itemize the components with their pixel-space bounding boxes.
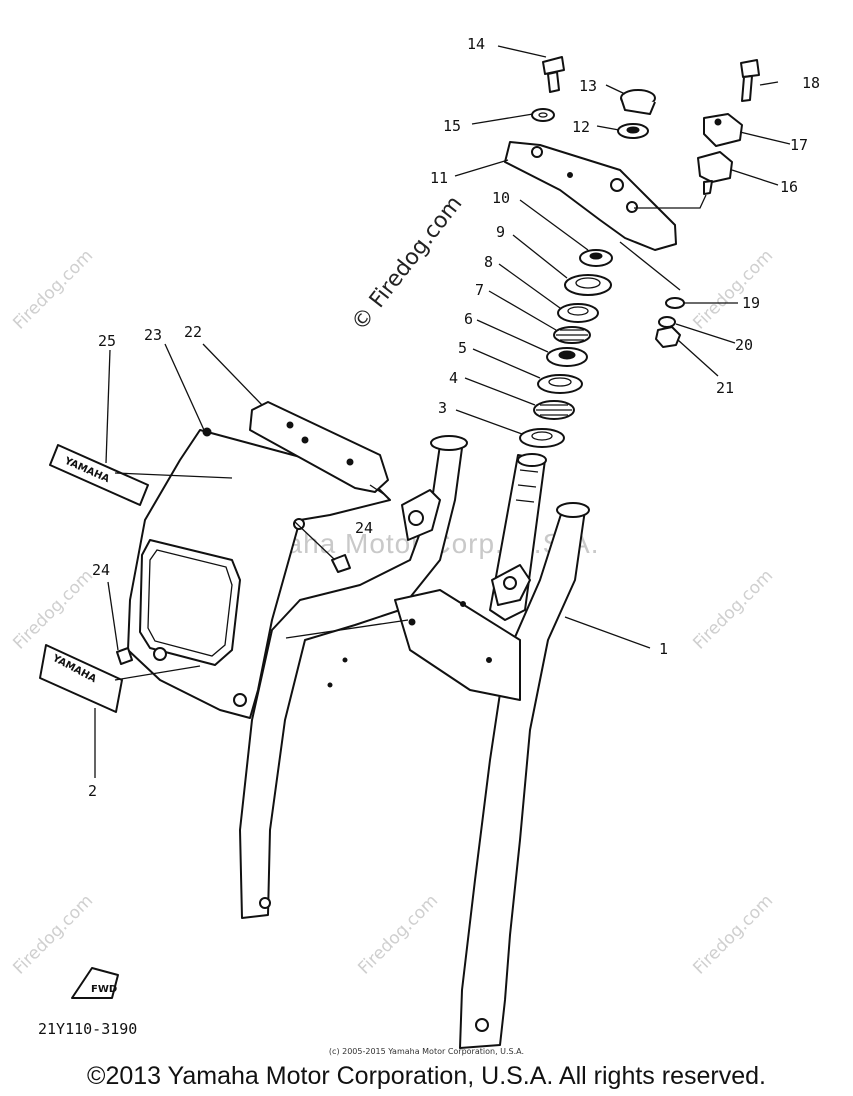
callout-12: 12 (572, 118, 590, 136)
steering-stack (519, 249, 613, 448)
top-hardware (531, 56, 760, 348)
callout-18: 18 (802, 74, 820, 92)
callout-2: 2 (88, 782, 97, 800)
callout-21: 21 (716, 379, 734, 397)
callout-20: 20 (735, 336, 753, 354)
callout-11: 11 (430, 169, 448, 187)
copyright-notice: ©2013 Yamaha Motor Corporation, U.S.A. A… (87, 1062, 766, 1090)
fwd-label: FWD (91, 984, 117, 995)
diagram-code: 21Y110-3190 (38, 1020, 138, 1038)
callout-14: 14 (467, 35, 485, 53)
callout-13: 13 (579, 77, 597, 95)
watermark-low-center: Firedog.com (354, 891, 442, 979)
callout-1: 1 (659, 640, 668, 658)
frame-part-1 (239, 435, 590, 1049)
watermark-large: © Firedog.com (347, 191, 467, 335)
callout-25: 25 (98, 332, 116, 350)
fwd-arrow-icon: FWD (71, 967, 119, 999)
callout-24-right: 24 (355, 519, 373, 537)
callout-24-left: 24 (92, 561, 110, 579)
watermark-mid-right: Firedog.com (689, 566, 777, 654)
watermark-top-right: Firedog.com (689, 246, 777, 334)
callout-15: 15 (443, 117, 461, 135)
callout-9: 9 (496, 223, 505, 241)
emblem-part-25: YAMAHA (49, 444, 149, 506)
watermark-low-left: Firedog.com (9, 891, 97, 979)
callout-16: 16 (780, 178, 798, 196)
callout-3: 3 (438, 399, 447, 417)
callout-17: 17 (790, 136, 808, 154)
callout-4: 4 (449, 369, 458, 387)
watermark-low-right: Firedog.com (689, 891, 777, 979)
upper-bracket-part-11 (504, 141, 677, 251)
callout-10: 10 (492, 189, 510, 207)
callout-5: 5 (458, 339, 467, 357)
small-copyright: (c) 2005-2015 Yamaha Motor Corporation, … (328, 1047, 525, 1056)
callout-8: 8 (484, 253, 493, 271)
bolt-part-24 (116, 521, 351, 665)
watermark-mid-left: Firedog.com (9, 566, 97, 654)
callout-7: 7 (475, 281, 484, 299)
watermark-top-left: Firedog.com (9, 246, 97, 334)
leader-lines (94, 45, 791, 778)
callout-6: 6 (464, 310, 473, 328)
bracket-part-22 (249, 401, 389, 496)
callout-numbers: 1 2 3 4 5 6 7 8 9 10 11 12 13 14 15 16 1… (88, 35, 820, 800)
cover-part-23 (127, 427, 391, 719)
callout-23: 23 (144, 326, 162, 344)
callout-19: 19 (742, 294, 760, 312)
callout-22: 22 (184, 323, 202, 341)
emblem-part-2: YAMAHA (39, 644, 123, 713)
